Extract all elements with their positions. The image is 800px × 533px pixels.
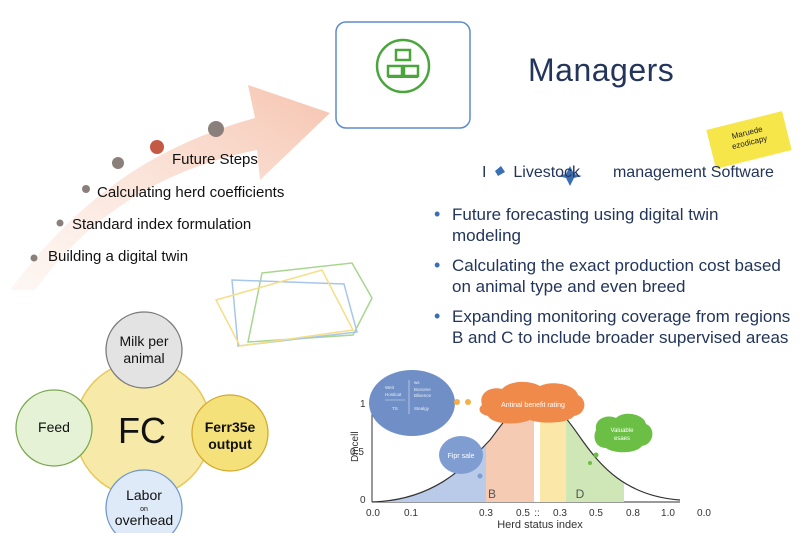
hierarchy-icon xyxy=(375,38,431,94)
card-text: Hosticat xyxy=(385,392,402,397)
card-text: Bonome xyxy=(414,387,431,392)
card-text: TS xyxy=(392,406,398,411)
x-tick-label: :: xyxy=(534,508,540,519)
x-tick-label: 0.5 xyxy=(589,508,603,519)
card-text: Blisence xyxy=(414,393,432,398)
bullet-item: Future forecasting using digital twin mo… xyxy=(432,204,792,246)
bullet-item: Expanding monitoring coverage from regio… xyxy=(432,306,792,348)
x-tick-label: 0.3 xyxy=(553,508,567,519)
card-text: Weit xyxy=(385,385,395,390)
software-label: I Livestock management Software xyxy=(482,164,774,182)
region-white-band xyxy=(534,398,540,502)
x-tick-label: 0.8 xyxy=(626,508,640,519)
left-bubble xyxy=(439,436,483,474)
roadmap-arrow xyxy=(10,85,330,290)
fc-bottom-label-2: on xyxy=(140,506,148,513)
x-tick-label: 1.0 xyxy=(661,508,675,519)
y-axis-label: Dmcell xyxy=(350,431,361,462)
bubble-dot xyxy=(588,461,592,465)
fc-node-left xyxy=(15,389,93,467)
step-index-formulation: Standard index formulation xyxy=(72,216,252,233)
peak-bubble-label: Antinal benefit rating xyxy=(501,402,565,409)
step-future-steps: Future Steps xyxy=(172,151,258,168)
fc-left-label: Feed xyxy=(38,419,70,435)
x-tick-label: 0.0 xyxy=(366,508,380,519)
right-bubble xyxy=(594,413,653,453)
y-tick-label: 0 xyxy=(360,495,366,506)
software-word-livestock: Livestock xyxy=(513,164,581,181)
fc-node-bottom xyxy=(105,469,183,533)
fc-node-top xyxy=(105,311,183,389)
managers-bullet-list: Future forecasting using digital twin mo… xyxy=(432,204,792,357)
outline-shape-blue xyxy=(231,279,358,347)
step-dot xyxy=(208,121,224,137)
step-dot xyxy=(82,185,90,193)
software-prefix: I xyxy=(482,164,487,181)
step-dot xyxy=(56,219,64,227)
sparkle-icon xyxy=(558,166,582,186)
x-axis-label: Herd status index xyxy=(497,519,583,531)
software-logo-icon xyxy=(495,166,505,176)
x-tick-label: 0.3 xyxy=(479,508,493,519)
right-bubble-label-2: esaes xyxy=(614,436,630,442)
step-herd-coefficients: Calculating herd coefficients xyxy=(97,184,285,201)
x-tick-label: 0.5 xyxy=(516,508,530,519)
card-text: ws xyxy=(414,380,420,385)
fc-bottom-label-1: Labor xyxy=(126,487,162,503)
y-tick-label: 1 xyxy=(360,399,366,410)
x-tick-label: 0.0 xyxy=(697,508,711,519)
managers-title: Managers xyxy=(528,52,675,88)
y-tick-label: 0.5 xyxy=(350,447,364,458)
step-digital-twin: Building a digital twin xyxy=(48,248,189,265)
bubble-dot xyxy=(454,399,460,405)
x-tick-label: 0.1 xyxy=(404,508,418,519)
right-bubble-label-1: Valuable xyxy=(611,428,635,434)
step-dot xyxy=(150,140,164,154)
region-label-b: B xyxy=(488,487,496,501)
bubble-dot xyxy=(477,473,483,479)
fc-top-label-1: Milk per xyxy=(119,333,168,349)
bubble-dot xyxy=(593,452,599,458)
peak-bubble xyxy=(479,381,585,424)
region-label-d: D xyxy=(576,487,585,501)
step-dot xyxy=(30,254,38,262)
fc-right-label-2: output xyxy=(208,436,252,452)
card-bubble-text: Weit Hosticat TS ws Bonome Blisence Stea… xyxy=(385,380,432,411)
step-dot xyxy=(112,157,124,169)
fc-diagram xyxy=(15,311,269,533)
bullet-item: Calculating the exact production cost ba… xyxy=(432,255,792,297)
bubble-dot xyxy=(465,399,471,405)
fc-node-right xyxy=(191,394,269,472)
card-text: Stealgy xyxy=(414,406,430,411)
fc-right-label-1: Ferr35e xyxy=(205,419,256,435)
x-tick-labels: 0.0 0.1 0.3 0.5 :: 0.3 0.5 0.8 1.0 0.0 xyxy=(366,508,711,519)
fc-bottom-label-3: overhead xyxy=(115,512,173,528)
outline-shape-yellow xyxy=(214,269,355,347)
card-bubble xyxy=(369,370,455,436)
left-bubble-label: Fipr sale xyxy=(448,453,475,460)
software-rest: management Software xyxy=(612,164,774,181)
fc-center-label: FC xyxy=(118,410,166,451)
outline-shape-green xyxy=(247,262,373,343)
fc-top-label-2: animal xyxy=(123,350,164,366)
